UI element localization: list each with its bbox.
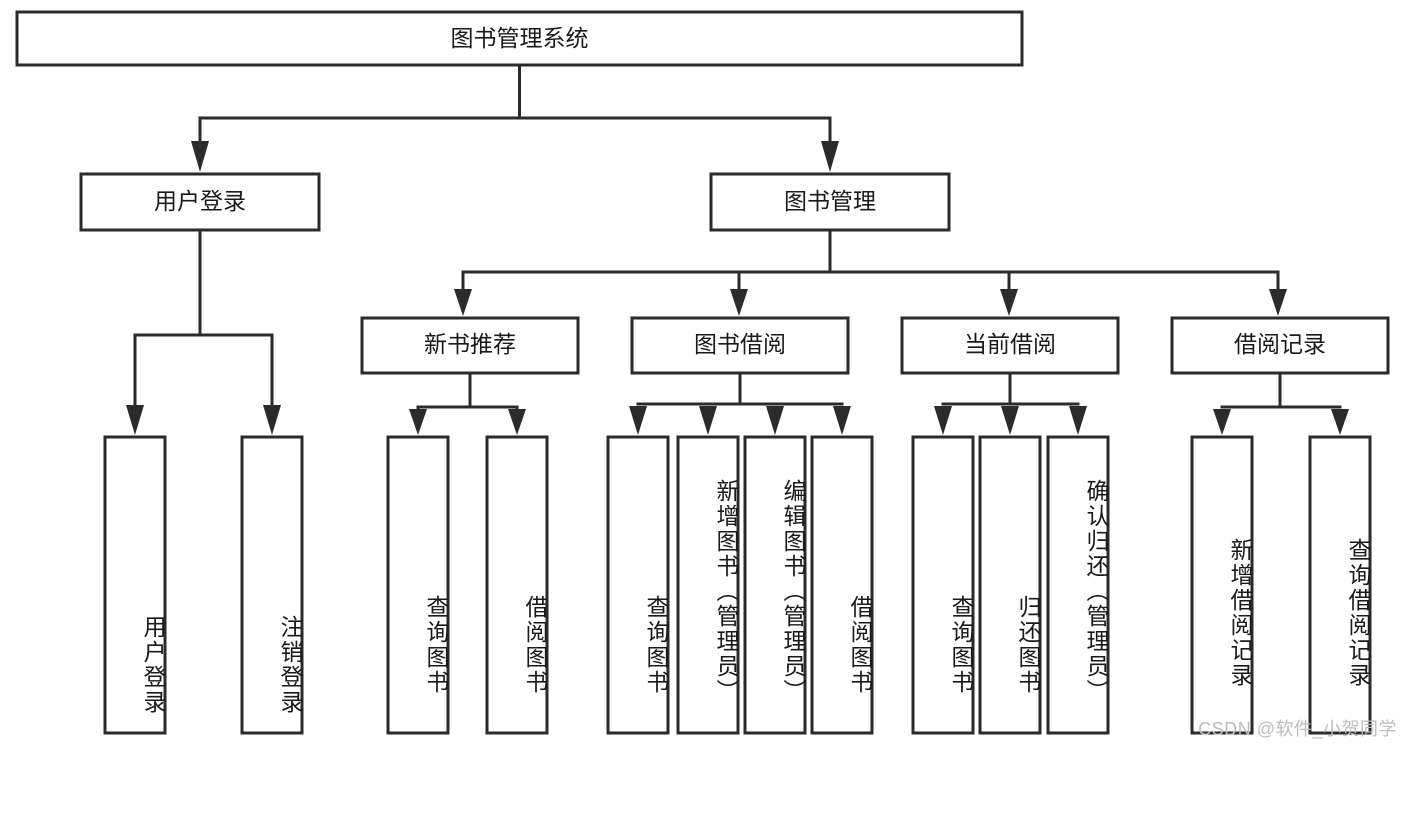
leaf-box-confirm-return-admin[interactable]: [1046, 435, 1110, 735]
leaf-box-query-book-new[interactable]: [386, 435, 450, 735]
csdn-watermark: CSDN @软件_小贺同学: [1198, 719, 1397, 739]
arrowhead-root-to-login: [191, 141, 209, 172]
arrowhead-current-leaf-1: [934, 406, 952, 435]
arrowhead-current-leaf-3: [1069, 406, 1087, 435]
leaf-box-return-book[interactable]: [978, 435, 1042, 735]
node-root-label: 图书管理系统: [451, 25, 589, 51]
arrowhead-login-leaf-2: [263, 405, 281, 435]
connector-group-borrow-records: [1213, 371, 1349, 435]
node-book-borrow[interactable]: [630, 316, 850, 375]
arrowhead-bookmgmt-child-2: [730, 289, 748, 316]
arrowhead-borrow-leaf-1: [629, 406, 647, 435]
node-root[interactable]: [15, 10, 1024, 67]
arrowhead-borrow-leaf-3: [766, 406, 784, 435]
arrowhead-newbooks-leaf-1: [409, 409, 427, 435]
connector-group-book-management: [454, 228, 1287, 316]
connector-group-borrow-books: [629, 371, 851, 435]
arrowhead-newbooks-leaf-2: [508, 409, 526, 435]
arrowhead-bookmgmt-child-3: [1000, 289, 1018, 316]
flowchart-svg: 图书管理系统 用户登录 图书管理 新书推荐 图书借阅 当前借阅 借阅记录: [15, 10, 1390, 735]
leaf-box-add-borrow-record[interactable]: [1190, 435, 1254, 735]
leaf-box-edit-book-admin[interactable]: [743, 435, 807, 735]
node-book-borrow-label: 图书借阅: [694, 331, 786, 357]
arrowhead-bookmgmt-child-1: [454, 289, 472, 316]
arrowhead-records-leaf-1: [1213, 409, 1231, 435]
connector-group-user-login: [126, 228, 281, 435]
node-new-book-recommend-label: 新书推荐: [424, 331, 516, 357]
leaf-box-query-borrow-record[interactable]: [1308, 435, 1372, 735]
node-user-login[interactable]: [79, 172, 321, 232]
arrowhead-records-leaf-2: [1331, 409, 1349, 435]
connector-group-current-borrow: [934, 371, 1087, 435]
leaf-box-query-book-current[interactable]: [911, 435, 975, 735]
connector-group-new-books: [409, 371, 526, 435]
arrowhead-borrow-leaf-2: [699, 406, 717, 435]
leaf-box-user-login[interactable]: [103, 435, 167, 735]
arrowhead-login-leaf-1: [126, 405, 144, 435]
leaf-box-borrow-book[interactable]: [810, 435, 874, 735]
diagram-canvas: 图书管理系统 用户登录 图书管理 新书推荐 图书借阅 当前借阅 借阅记录 用户登…: [15, 10, 1397, 739]
leaf-box-borrow-book-new[interactable]: [485, 435, 549, 735]
leaf-box-add-book-admin[interactable]: [676, 435, 740, 735]
node-borrow-record[interactable]: [1170, 316, 1390, 375]
node-new-book-recommend[interactable]: [360, 316, 580, 375]
leaf-box-query-book-borrow[interactable]: [606, 435, 670, 735]
node-book-management-label: 图书管理: [784, 188, 876, 214]
node-borrow-record-label: 借阅记录: [1234, 331, 1326, 357]
arrowhead-root-to-bookmgmt: [821, 141, 839, 172]
node-user-login-label: 用户登录: [154, 188, 246, 214]
arrowhead-borrow-leaf-4: [833, 406, 851, 435]
arrowhead-current-leaf-2: [1001, 406, 1019, 435]
connector-group-root: [191, 63, 839, 172]
leaf-box-logout[interactable]: [240, 435, 304, 735]
arrowhead-bookmgmt-child-4: [1269, 289, 1287, 316]
node-book-management[interactable]: [709, 172, 951, 232]
node-current-borrow-label: 当前借阅: [964, 331, 1056, 357]
node-current-borrow[interactable]: [900, 316, 1120, 375]
